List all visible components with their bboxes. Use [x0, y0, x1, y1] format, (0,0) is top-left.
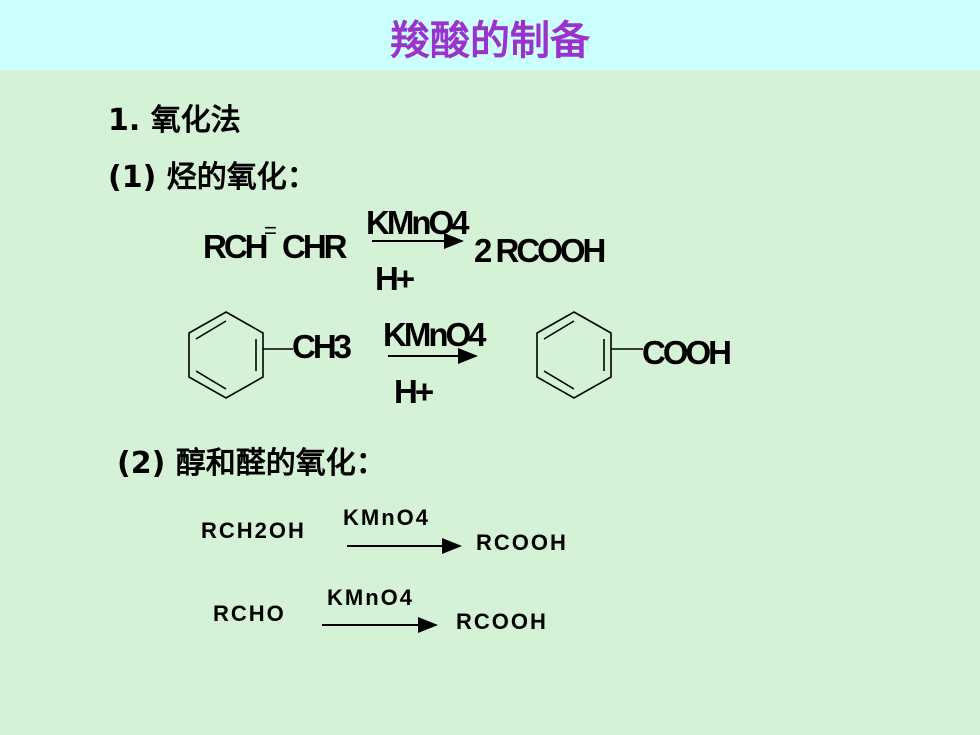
reaction1-reagent-bottom: H+ [375, 260, 415, 297]
reaction1-product: 2 RCOOH [474, 232, 606, 269]
section-heading-oxidation: 1. 氧化法 [108, 103, 241, 138]
title-bar [0, 0, 980, 70]
reaction3-product: RCOOH [476, 530, 568, 555]
subheading-alcohol-aldehyde-oxidation: (2) 醇和醛的氧化： [117, 446, 386, 481]
reaction2-reagent-bottom: H+ [394, 373, 434, 410]
subheading-hydrocarbon-oxidation: (1) 烃的氧化： [108, 160, 317, 195]
benzene-ring-product [536, 311, 643, 399]
benzene-ring-reactant [188, 311, 293, 399]
reaction2-substituent-cooh: COOH [642, 334, 732, 371]
reaction1-reactant-left: RCH [203, 228, 268, 265]
reaction2-reagent-top: KMnO4 [383, 316, 486, 353]
reaction4-reagent: KMnO4 [327, 585, 414, 610]
reaction4-reactant: RCHO [213, 601, 286, 626]
reaction1-double-bond: = [264, 218, 277, 243]
reaction2-substituent-ch3: CH3 [292, 328, 352, 365]
reaction3-reagent: KMnO4 [343, 505, 430, 530]
reaction4-product: RCOOH [456, 609, 548, 634]
slide-title: 羧酸的制备 [390, 18, 590, 64]
reaction3-reactant: RCH2OH [201, 518, 306, 543]
reaction1-reactant-right: CHR [282, 228, 347, 265]
